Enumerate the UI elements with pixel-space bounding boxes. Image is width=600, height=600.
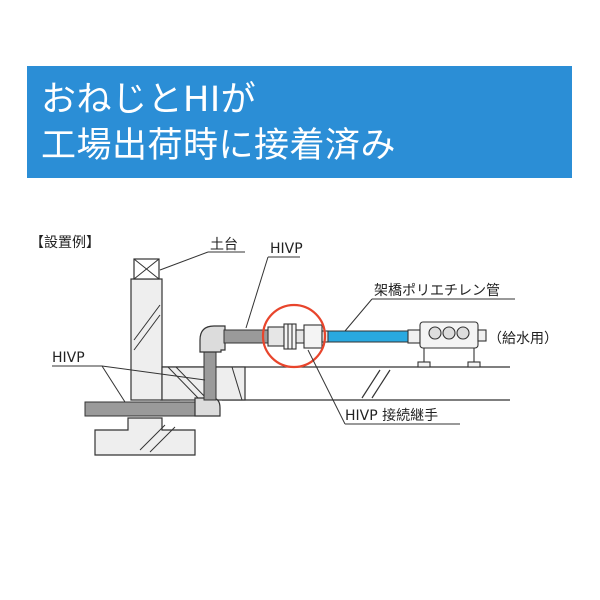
label-hivp-left: HIVP	[52, 350, 85, 366]
hivp-pipe-vertical	[203, 347, 217, 401]
label-hivp-joint: HIVP 接続継手	[345, 407, 438, 424]
foundation	[94, 417, 196, 456]
label-crosslinked-pipe: 架橋ポリエチレン管	[374, 283, 500, 299]
label-sill: 土台	[210, 237, 238, 253]
banner-title-line2: 工場出荷時に接着済み	[41, 126, 397, 166]
banner-title-line1: おねじとHIが	[41, 80, 257, 120]
pipe-connector	[407, 329, 421, 344]
hivp-pipe-lower	[84, 401, 206, 417]
hivp-joint-fitting	[267, 323, 329, 350]
lower-elbow	[194, 397, 221, 417]
leader-lines	[52, 251, 515, 425]
label-water-supply: （給水用）	[488, 331, 558, 347]
crosslinked-polyethylene-pipe	[327, 330, 409, 343]
label-hivp-top: HIVP	[270, 241, 303, 257]
joint-highlight-circle	[261, 303, 327, 369]
header-banner: おねじとHIが 工場出荷時に接着済み	[27, 66, 572, 178]
support-column	[130, 258, 163, 401]
installation-example-label: 【設置例】	[30, 235, 100, 251]
upper-elbow	[199, 325, 226, 353]
water-manifold	[417, 321, 487, 368]
